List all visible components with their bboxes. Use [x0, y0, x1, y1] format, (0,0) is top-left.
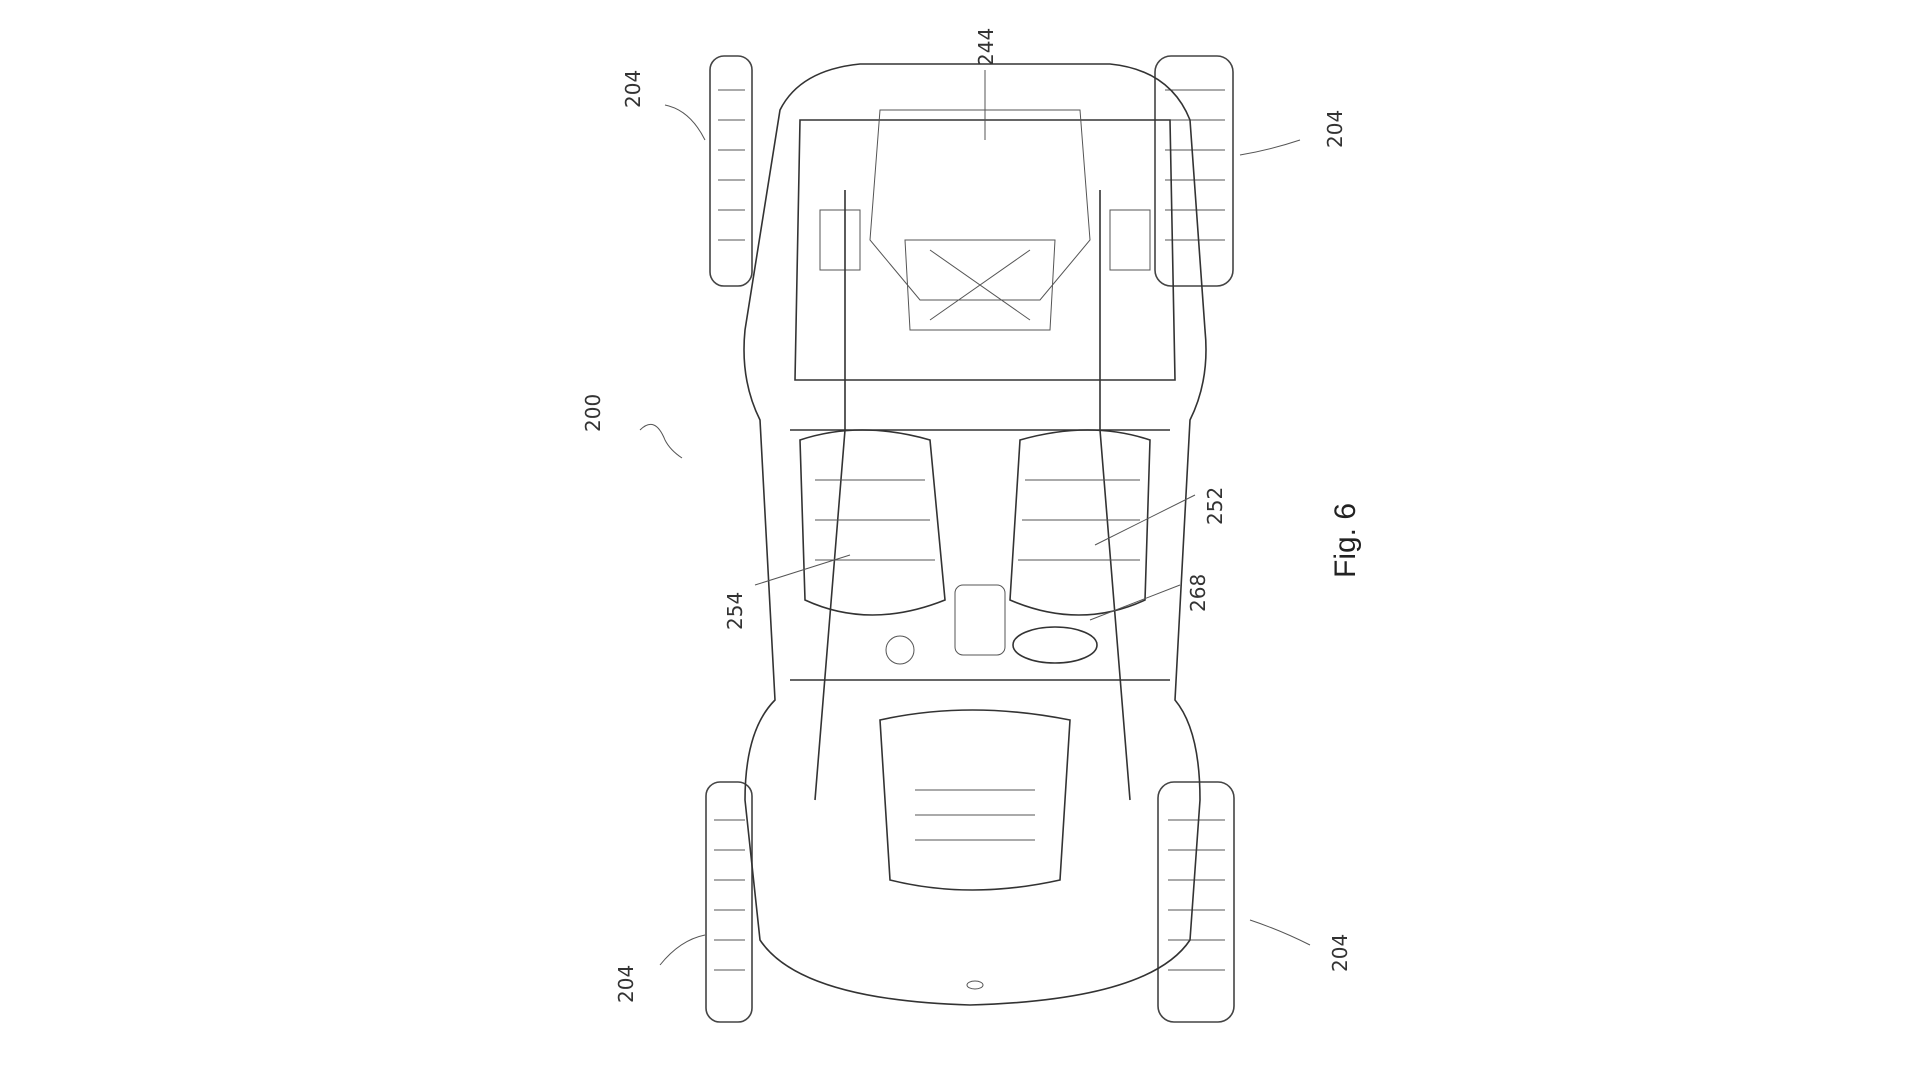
rear-left-tire	[709, 55, 753, 287]
front-left-tire	[705, 781, 753, 1023]
ref-268-steering: 268	[1186, 574, 1210, 612]
vehicle-body	[743, 63, 1207, 1006]
ref-244-cargo: 244	[974, 28, 998, 66]
ref-204-front-left: 204	[614, 965, 638, 1003]
ref-204-rear-right: 204	[1323, 110, 1347, 148]
ref-254-seat: 254	[723, 592, 747, 630]
figure-title: Fig. 6	[1329, 503, 1362, 578]
ref-200-vehicle: 200	[581, 394, 605, 432]
ref-204-front-right: 204	[1328, 934, 1352, 972]
leader-lines	[639, 70, 1311, 966]
ref-252-seat: 252	[1203, 487, 1227, 525]
front-right-tire	[1157, 781, 1235, 1023]
ref-204-rear-left: 204	[621, 70, 645, 108]
